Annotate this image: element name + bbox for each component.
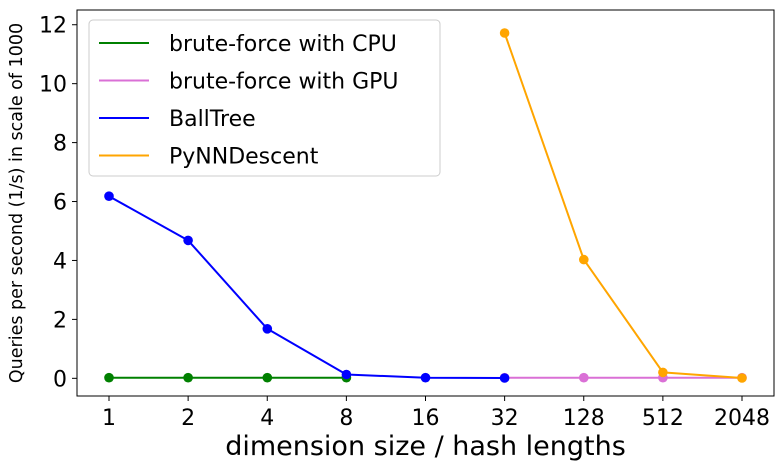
data-point-brute-force-with-gpu-128 xyxy=(579,372,589,383)
data-point-balltree-1 xyxy=(104,191,114,201)
x-axis-label: dimension size / hash lengths xyxy=(225,431,626,462)
data-point-balltree-8 xyxy=(341,369,352,380)
plot-frame xyxy=(76,9,775,397)
y-tick-label-6: 6 xyxy=(53,191,67,216)
data-point-balltree-2 xyxy=(183,235,193,246)
data-point-balltree-32 xyxy=(499,373,510,383)
y-tick-label-4: 4 xyxy=(53,249,67,274)
legend: brute-force with CPU brute-force with GPU… xyxy=(88,19,441,177)
x-tick-label-32: 32 xyxy=(491,406,519,431)
data-point-balltree-4 xyxy=(262,324,273,334)
x-tick-label-1: 1 xyxy=(102,406,116,431)
legend-label-pynndescent: PyNNDescent xyxy=(169,145,319,170)
x-tick-label-8: 8 xyxy=(339,406,353,431)
data-point-brute-force-with-cpu-2 xyxy=(183,372,193,383)
series-layer xyxy=(104,28,747,383)
x-tick-label-512: 512 xyxy=(642,406,684,431)
data-point-brute-force-with-cpu-1 xyxy=(104,372,114,383)
x-tick-label-4: 4 xyxy=(260,406,274,431)
y-tick-label-2: 2 xyxy=(53,308,67,333)
series-line-pynndescent xyxy=(503,32,743,379)
y-tick-label-0: 0 xyxy=(53,367,67,392)
data-point-pynndescent-128 xyxy=(579,254,589,265)
legend-label-brute-force-with-gpu: brute-force with GPU xyxy=(169,70,399,95)
data-point-pynndescent-512 xyxy=(658,367,668,378)
legend-label-balltree: BallTree xyxy=(169,107,256,132)
data-point-pynndescent-2048 xyxy=(737,373,747,383)
data-point-brute-force-with-cpu-4 xyxy=(262,372,273,383)
series-line-balltree xyxy=(108,195,506,379)
data-point-pynndescent-32 xyxy=(499,28,510,38)
x-tick-label-128: 128 xyxy=(563,406,605,431)
data-point-balltree-16 xyxy=(420,372,431,383)
y-tick-label-12: 12 xyxy=(39,14,67,39)
y-tick-label-8: 8 xyxy=(53,132,67,157)
legend-box xyxy=(88,19,441,177)
x-tick-label-2: 2 xyxy=(181,406,195,431)
x-tick-label-16: 16 xyxy=(412,406,440,431)
y-tick-label-10: 10 xyxy=(39,73,67,98)
x-tick-label-2048: 2048 xyxy=(714,406,770,431)
legend-label-brute-force-with-cpu: brute-force with CPU xyxy=(169,32,397,57)
y-axis-label: Queries per second (1/s) in scale of 100… xyxy=(7,23,27,383)
